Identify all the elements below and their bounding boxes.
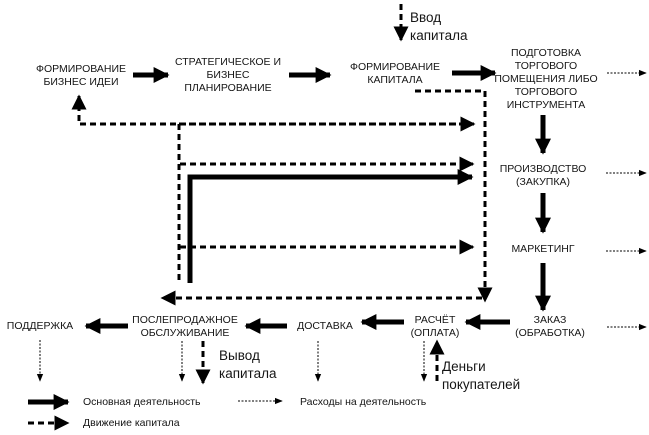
legend-main-activity: Основная деятельность <box>83 396 201 408</box>
node-aftersales: ПОСЛЕПРОДАЖНОЕ ОБСЛУЖИВАНИЕ <box>132 314 238 339</box>
node-marketing: МАРКЕТИНГ <box>511 243 575 255</box>
annotation-customer-money: Деньги покупателей <box>442 359 521 392</box>
node-idea: ФОРМИРОВАНИЕ БИЗНЕС ИДЕИ <box>35 63 127 88</box>
arrow-feedback-main <box>187 168 474 283</box>
node-payment: РАСЧЁТ (ОПЛАТА) <box>410 314 460 339</box>
node-capital: ФОРМИРОВАНИЕ КАПИТАЛА <box>349 61 441 86</box>
node-production: ПРОИЗВОДСТВО (ЗАКУПКА) <box>499 163 587 188</box>
node-delivery: ДОСТАВКА <box>297 320 353 332</box>
annotation-capital-out: Вывод капитала <box>219 348 277 381</box>
annotation-capital-in: Ввод капитала <box>410 10 468 43</box>
node-strategy: СТРАТЕГИЧЕСКОЕ И БИЗНЕС ПЛАНИРОВАНИЕ <box>175 56 281 94</box>
arrow-to-idea <box>71 94 466 126</box>
arrow-capital-loop <box>415 89 493 303</box>
legend-capital-flow: Движение капитала <box>83 417 180 429</box>
node-preparation: ПОДГОТОВКА ТОРГОВОГО ПОМЕЩЕНИЯ ЛИБО ТОРГ… <box>494 47 598 111</box>
legend-expenses: Расходы на деятельность <box>300 396 427 408</box>
node-support: ПОДДЕРЖКА <box>6 320 74 332</box>
node-order: ЗАКАЗ (ОБРАБОТКА) <box>515 314 585 339</box>
